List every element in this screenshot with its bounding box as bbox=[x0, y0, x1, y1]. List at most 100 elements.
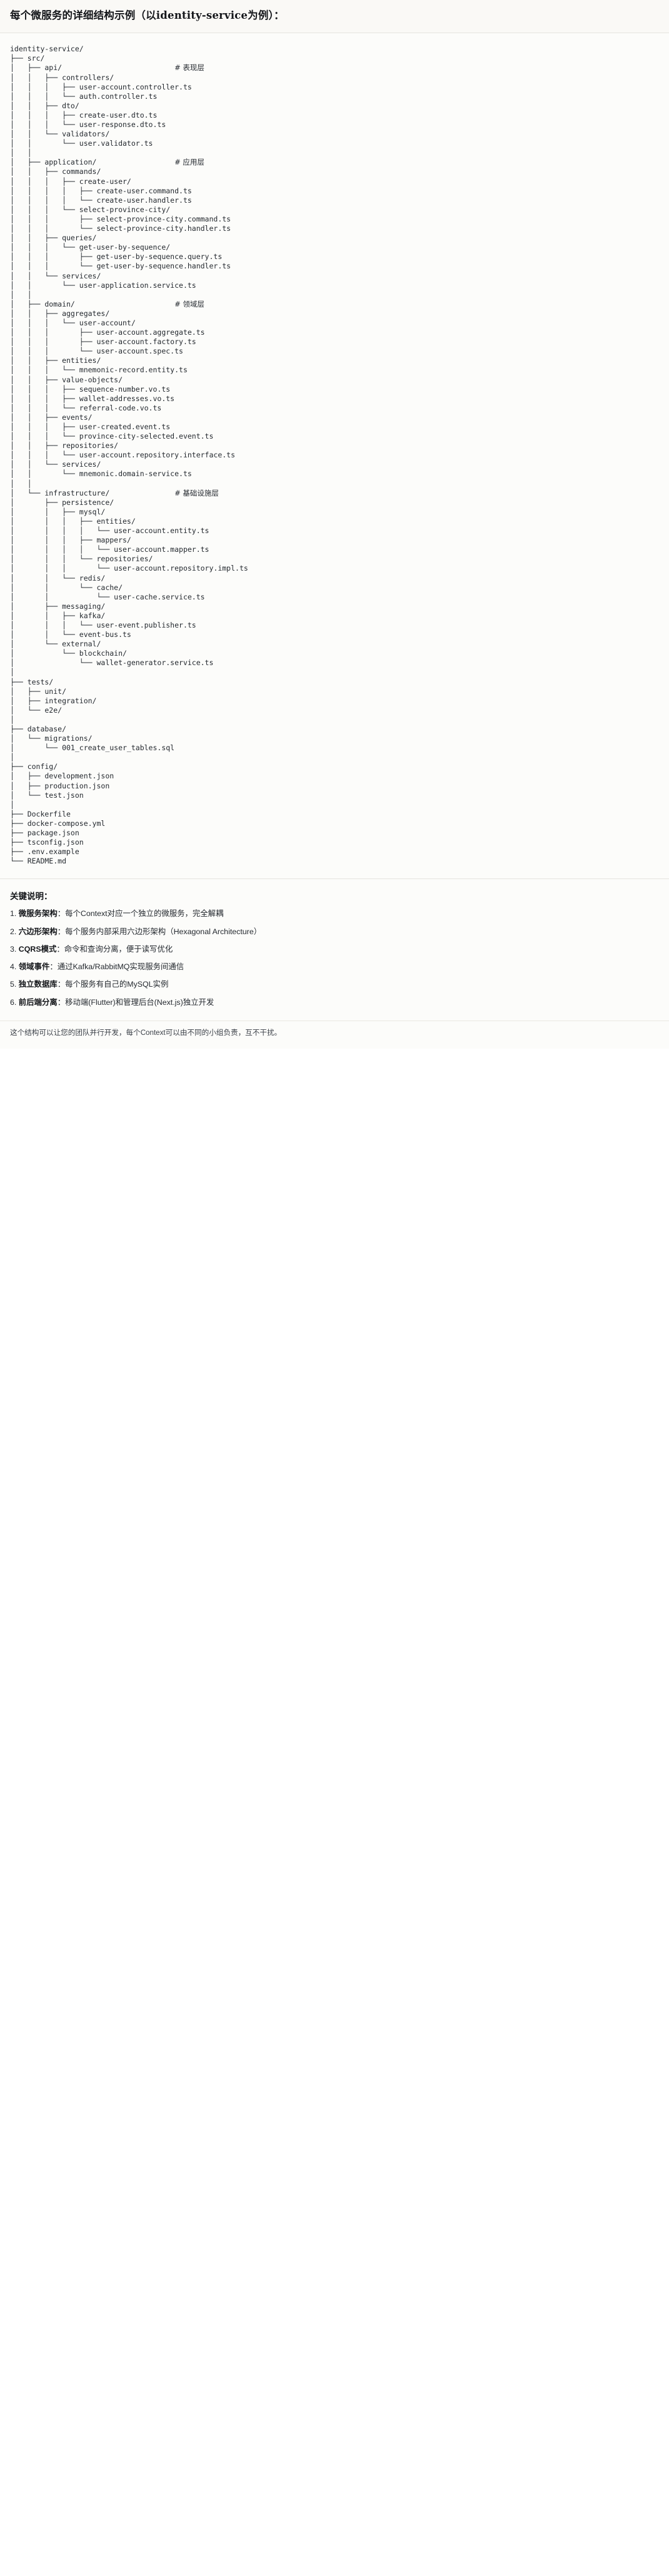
tree-line: │ │ │ └── user-event.publisher.ts bbox=[10, 620, 196, 629]
directory-tree: identity-service/├── src/│ ├── api/ # 表现… bbox=[10, 44, 659, 866]
key-note-desc: ：每个Context对应一个独立的微服务，完全解耦 bbox=[57, 909, 224, 919]
tree-line: │ │ │ └── mnemonic-record.entity.ts bbox=[10, 365, 188, 375]
tree-line: │ │ │ ├── wallet-addresses.vo.ts bbox=[10, 394, 175, 403]
key-note-index: 1. bbox=[10, 909, 19, 919]
tree-line: ├── .env.example bbox=[10, 847, 79, 857]
tree-line: │ │ ├── value-objects/ bbox=[10, 375, 123, 384]
tree-line: │ └── wallet-generator.service.ts bbox=[10, 658, 214, 668]
tree-line: │ │ ├── entities/ bbox=[10, 356, 101, 365]
tree-line: │ ├── development.json bbox=[10, 771, 114, 781]
tree-line-comment: # 表现层 bbox=[174, 63, 204, 73]
tree-line: │ │ bbox=[10, 290, 32, 299]
key-note-index: 5. bbox=[10, 980, 19, 989]
tree-line: │ │ ├── aggregates/ bbox=[10, 308, 110, 318]
tree-line: │ ├── integration/ bbox=[10, 696, 97, 705]
page-root: 每个微服务的详细结构示例（以identity-service为例）： ident… bbox=[0, 0, 669, 1049]
tree-line: │ │ └── user-cache.service.ts bbox=[10, 592, 205, 601]
tree-line: │ │ ├── commands/ bbox=[10, 167, 101, 176]
tree-line: │ └── e2e/ bbox=[10, 705, 63, 715]
tree-line: identity-service/ bbox=[10, 44, 84, 54]
tree-line: │ │ │ ├── entities/ bbox=[10, 516, 136, 526]
tree-line: │ │ │ │ └── create-user.handler.ts bbox=[10, 195, 192, 205]
tree-line: │ │ │ └── repositories/ bbox=[10, 554, 153, 564]
directory-tree-block: identity-service/├── src/│ ├── api/ # 表现… bbox=[0, 33, 669, 880]
tree-line: │ │ │ ├── user-created.event.ts bbox=[10, 422, 171, 432]
tree-line-path: │ ├── application/ bbox=[10, 158, 175, 167]
tree-line: ├── tsconfig.json bbox=[10, 838, 84, 847]
tree-line: ├── tests/ bbox=[10, 677, 54, 686]
key-note-item: 3. CQRS模式：命令和查询分离，便于读写优化 bbox=[10, 944, 659, 955]
tree-line: │ ├── persistence/ bbox=[10, 497, 114, 507]
tree-line: │ │ │ └── auth.controller.ts bbox=[10, 91, 158, 101]
tree-line: │ │ │ └── select-province-city/ bbox=[10, 205, 171, 214]
key-note-term: 六边形架构 bbox=[18, 927, 58, 936]
tree-line: │ │ └── validators/ bbox=[10, 130, 110, 139]
tree-line: │ ├── unit/ bbox=[10, 686, 67, 696]
tree-line: │ │ │ └── user-account.repository.impl.t… bbox=[10, 564, 248, 573]
tree-line: │ │ │ ├── mappers/ bbox=[10, 536, 131, 545]
key-note-index: 4. bbox=[10, 962, 19, 972]
tree-line: │ │ │ ├── sequence-number.vo.ts bbox=[10, 384, 171, 394]
tree-line: ├── src/ bbox=[10, 54, 45, 63]
tree-line: │ │ │ └── get-user-by-sequence.handler.t… bbox=[10, 262, 231, 271]
tree-line: │ │ └── mnemonic.domain-service.ts bbox=[10, 469, 192, 479]
key-note-item: 2. 六边形架构：每个服务内部采用六边形架构（Hexagonal Archite… bbox=[10, 926, 659, 938]
key-note-item: 4. 领域事件：通过Kafka/RabbitMQ实现服务间通信 bbox=[10, 961, 659, 973]
tree-line-path: │ ├── api/ bbox=[10, 63, 175, 73]
tree-line: │ │ └── services/ bbox=[10, 460, 101, 469]
tree-line: │ │ └── event-bus.ts bbox=[10, 630, 131, 639]
key-note-index: 2. bbox=[10, 927, 19, 936]
tree-line: │ │ └── user.validator.ts bbox=[10, 139, 153, 148]
key-note-desc: ：通过Kafka/RabbitMQ实现服务间通信 bbox=[49, 962, 184, 972]
tree-line: │ │ │ └── select-province-city.handler.t… bbox=[10, 224, 231, 233]
tree-line: │ │ │ └── referral-code.vo.ts bbox=[10, 403, 162, 412]
tree-line: │ │ │ └── user-response.dto.ts bbox=[10, 120, 166, 130]
page-title: 每个微服务的详细结构示例（以identity-service为例）： bbox=[10, 9, 284, 21]
tree-line: │ │ │ │ └── user-account.entity.ts bbox=[10, 526, 209, 536]
tree-line-path: │ └── infrastructure/ bbox=[10, 488, 175, 497]
tree-line: │ │ │ └── user-account.spec.ts bbox=[10, 347, 183, 356]
tree-line: │ bbox=[10, 753, 14, 762]
tree-line: │ │ └── services/ bbox=[10, 271, 101, 280]
key-note-index: 6. bbox=[10, 997, 19, 1007]
key-note-term: 领域事件 bbox=[18, 962, 50, 972]
tree-line: │ ├── domain/ # 领域层 bbox=[10, 300, 659, 309]
tree-line: │ └── migrations/ bbox=[10, 734, 93, 743]
key-note-index: 3. bbox=[10, 944, 19, 954]
tree-line: │ │ │ └── user-account/ bbox=[10, 318, 136, 327]
tree-line: │ │ ├── mysql/ bbox=[10, 507, 106, 516]
tree-line: │ │ └── cache/ bbox=[10, 583, 123, 592]
tree-line: │ │ ├── queries/ bbox=[10, 233, 97, 243]
key-note-item: 6. 前后端分离：移动端(Flutter)和管理后台(Next.js)独立开发 bbox=[10, 997, 659, 1009]
key-note-term: CQRS模式 bbox=[18, 944, 57, 954]
tree-line: │ │ bbox=[10, 479, 32, 488]
tree-line: │ bbox=[10, 800, 14, 809]
key-note-desc: ：每个服务内部采用六边形架构（Hexagonal Architecture） bbox=[57, 927, 262, 936]
tree-line: │ │ │ │ └── user-account.mapper.ts bbox=[10, 545, 209, 554]
tree-line: │ │ │ └── get-user-by-sequence/ bbox=[10, 243, 171, 252]
tree-line: │ │ │ ├── user-account.factory.ts bbox=[10, 337, 196, 347]
key-note-term: 微服务架构 bbox=[18, 909, 58, 919]
tree-line: ├── package.json bbox=[10, 828, 79, 838]
tree-line: │ │ │ └── province-city-selected.event.t… bbox=[10, 432, 214, 441]
tree-line: │ │ │ ├── user-account.controller.ts bbox=[10, 82, 192, 91]
tree-line-comment: # 基础设施层 bbox=[174, 488, 219, 497]
tree-line: │ └── blockchain/ bbox=[10, 649, 127, 658]
tree-line: │ │ bbox=[10, 148, 32, 158]
key-note-item: 5. 独立数据库：每个服务有自己的MySQL实例 bbox=[10, 979, 659, 990]
tree-line: │ └── 001_create_user_tables.sql bbox=[10, 743, 175, 753]
tree-line: │ ├── messaging/ bbox=[10, 601, 106, 611]
tree-line: │ │ │ ├── select-province-city.command.t… bbox=[10, 214, 231, 223]
tree-line: │ │ ├── controllers/ bbox=[10, 73, 114, 82]
tree-line: │ bbox=[10, 668, 14, 677]
tree-line: ├── database/ bbox=[10, 725, 67, 734]
tree-line: │ │ ├── repositories/ bbox=[10, 441, 119, 451]
tree-line-comment: # 应用层 bbox=[174, 158, 204, 167]
tree-line: │ │ ├── dto/ bbox=[10, 101, 79, 110]
tree-line: ├── config/ bbox=[10, 762, 58, 771]
tree-line: │ bbox=[10, 715, 14, 724]
tree-line: ├── docker-compose.yml bbox=[10, 818, 106, 828]
tree-line-path: │ ├── domain/ bbox=[10, 299, 175, 308]
tree-line: │ ├── production.json bbox=[10, 781, 110, 790]
